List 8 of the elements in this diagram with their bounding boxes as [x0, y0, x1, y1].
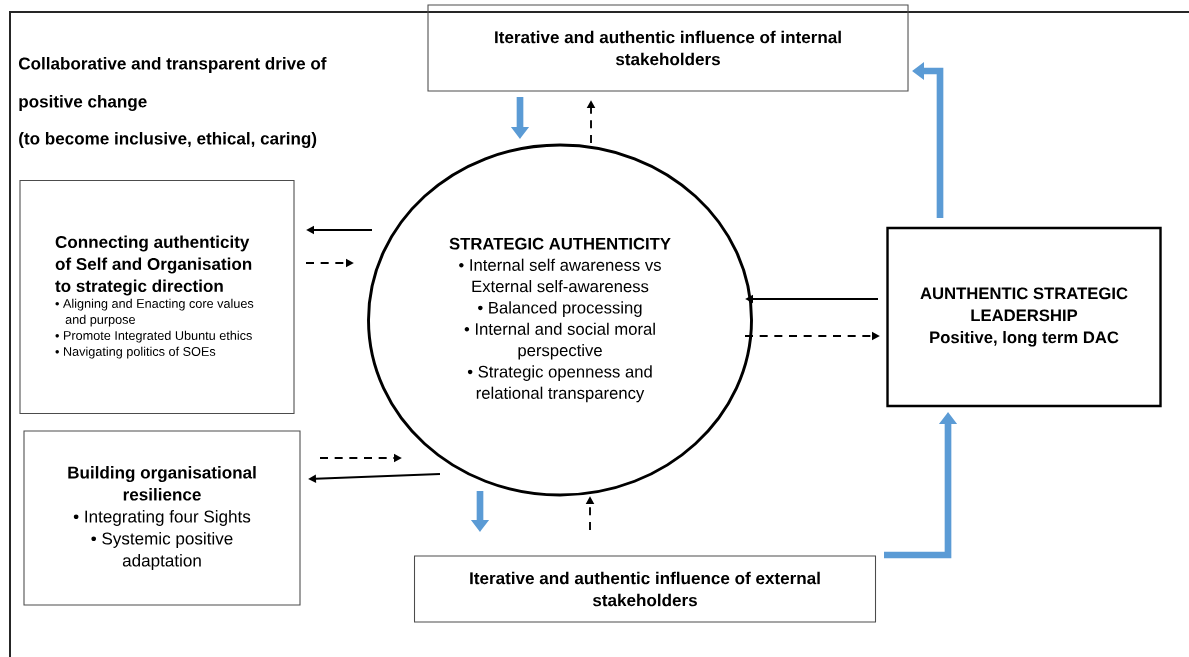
note-text: (to become inclusive, ethical, caring): [19, 132, 317, 148]
text-box: Iterative and authentic influence of internal stakeholders: [427, 4, 909, 92]
text-box: Iterative and authentic influence of external stakeholders: [413, 555, 877, 623]
circle-node: STRATEGIC AUTHENTICITY • Internal self awareness vs External self-awareness • Balanced processing • Internal and social moral perspective • Strategic openness and relational transparency: [367, 143, 753, 497]
text-box: Connecting authenticity of Self and Organisation to strategic direction • Aligning and Enacting core values and purpose • Promote Integrated Ubuntu ethics • Navigating politics of SOEs: [19, 179, 295, 415]
text-box: AUNTHENTIC STRATEGIC LEADERSHIP Positive, long term DAC: [886, 226, 1162, 408]
text-box: Building organisational resilience • Integrating four Sights • Systemic positive adaptation: [23, 430, 301, 606]
note-text: Collaborative and transparent drive of positive change: [18, 57, 327, 111]
